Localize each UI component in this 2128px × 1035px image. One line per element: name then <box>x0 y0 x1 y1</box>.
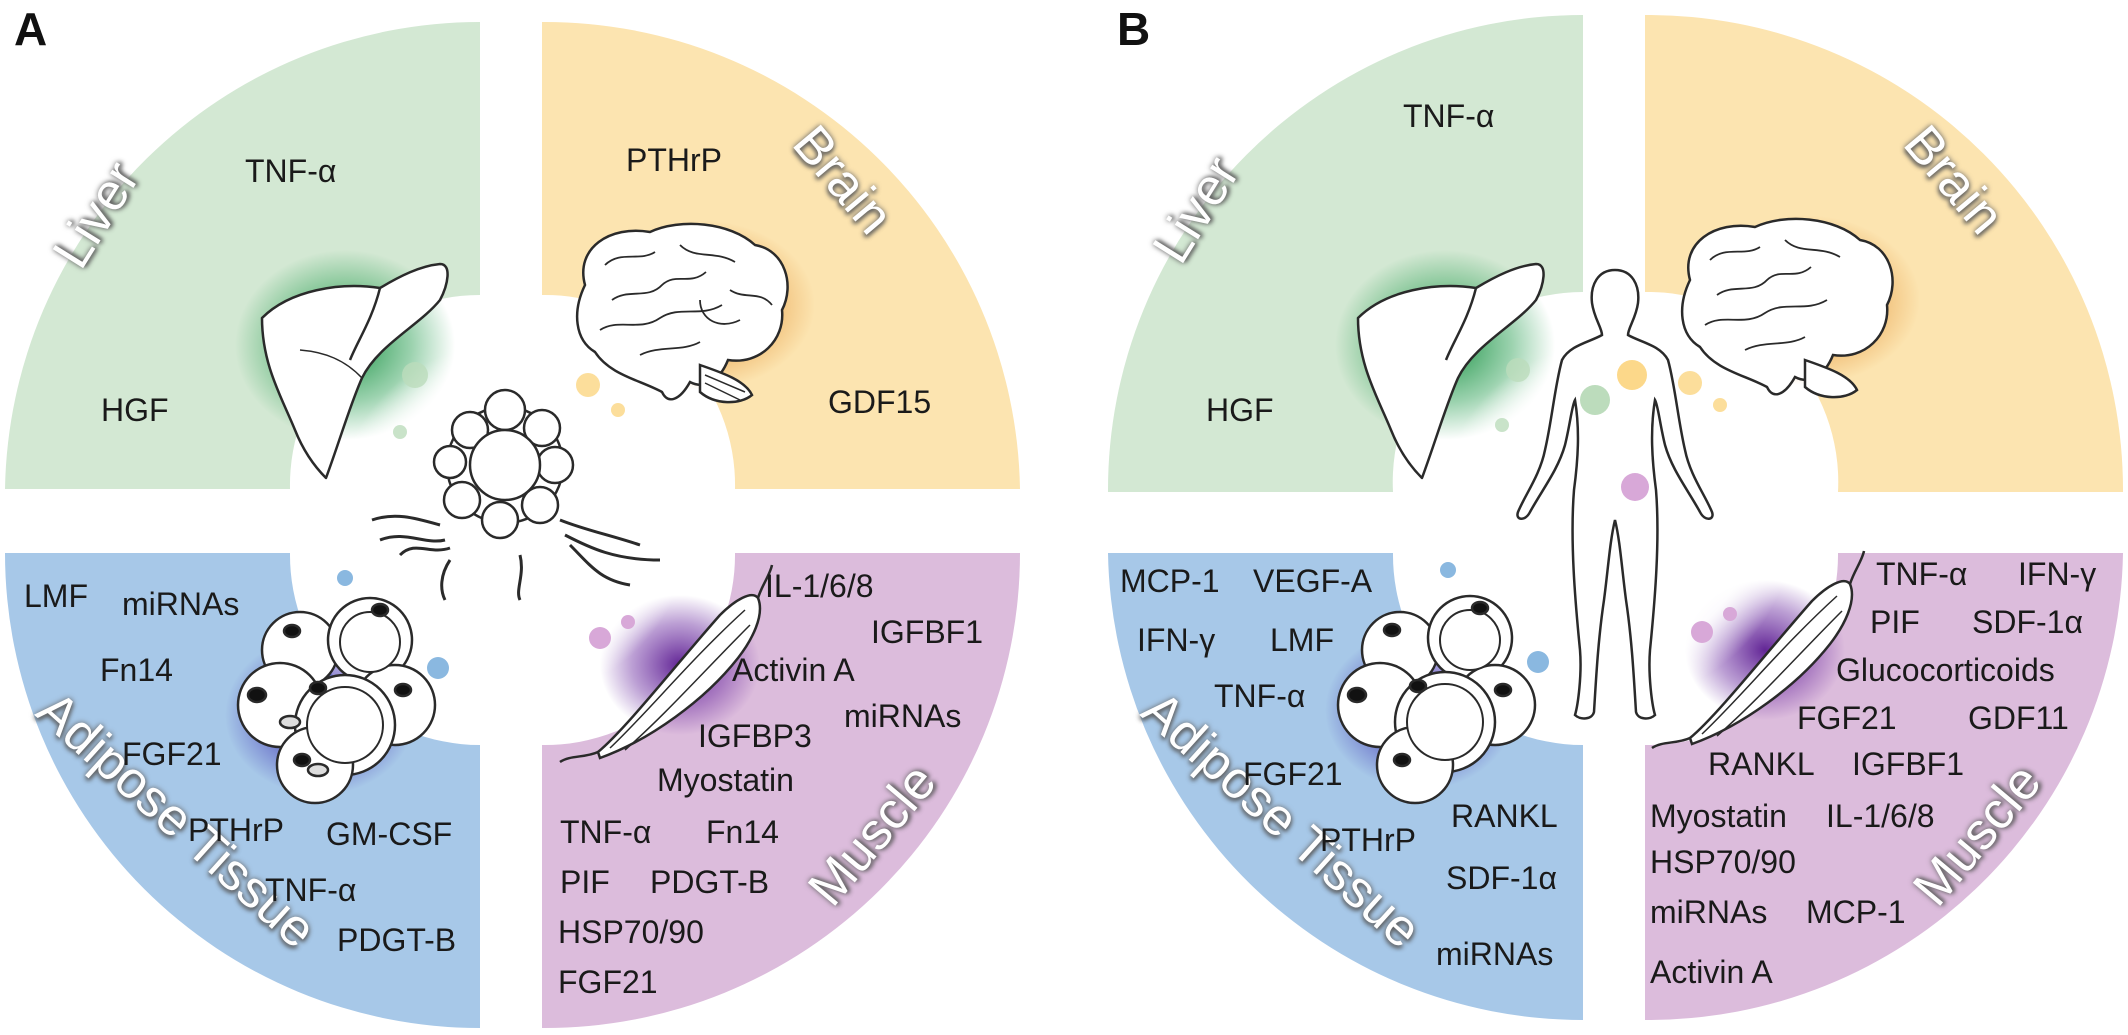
muscle-factor-b: GDF11 <box>1968 700 2069 736</box>
muscle-factor: TNF-α <box>560 814 652 850</box>
adipose-factor: LMF <box>24 578 88 614</box>
adipocyte-icon-b <box>1336 594 1537 805</box>
adipose-quadrant <box>5 553 480 1028</box>
adipose-factor: PDGT-B <box>337 922 457 958</box>
muscle-factor: IGFBF1 <box>871 614 984 650</box>
adipose-factor-b: MCP-1 <box>1120 563 1220 599</box>
muscle-factor-b: HSP70/90 <box>1650 844 1796 880</box>
liver-icon-b <box>1356 262 1545 480</box>
brain-factor: GDF15 <box>828 384 932 420</box>
muscle-factor: Activin A <box>732 652 855 688</box>
muscle-quadrant-b <box>1645 553 2123 1021</box>
panel-a <box>5 21 1020 1029</box>
adipose-factor: TNF-α <box>265 872 357 908</box>
brain-icon-b <box>1680 217 1894 399</box>
liver-factor-b: HGF <box>1206 392 1274 428</box>
muscle-factor: IL-1/6/8 <box>765 568 874 604</box>
muscle-factor-b: RANKL <box>1708 746 1815 782</box>
brain-icon <box>575 222 789 404</box>
adipose-factor: Fn14 <box>100 652 173 688</box>
muscle-factor: FGF21 <box>558 964 658 1000</box>
adipose-factor-b: miRNAs <box>1436 936 1554 972</box>
muscle-factor-b: SDF-1α <box>1972 604 2083 640</box>
muscle-factor-b: Myostatin <box>1650 798 1787 834</box>
adipose-factor: miRNAs <box>122 586 240 622</box>
adipose-factor: FGF21 <box>122 736 222 772</box>
panel-b <box>1107 14 2124 1021</box>
adipose-factor-b: TNF-α <box>1214 678 1306 714</box>
adipose-factor-b: VEGF-A <box>1253 563 1373 599</box>
panel-label-a: A <box>14 3 48 55</box>
muscle-quadrant <box>542 553 1020 1029</box>
liver-icon <box>260 262 449 480</box>
adipose-factor-b: PTHrP <box>1320 822 1416 858</box>
liver-factor: TNF-α <box>245 153 337 189</box>
adipose-factor-b: IFN-γ <box>1137 622 1216 658</box>
muscle-factor-b: miRNAs <box>1650 894 1768 930</box>
muscle-factor-b: Glucocorticoids <box>1836 652 2055 688</box>
muscle-factor: PDGT-B <box>650 864 770 900</box>
adipose-factor: GM-CSF <box>326 816 453 852</box>
brain-factor: PTHrP <box>626 142 722 178</box>
tumor-icon <box>371 388 661 601</box>
muscle-factor-b: FGF21 <box>1797 700 1897 736</box>
adipose-factor-b: FGF21 <box>1243 756 1343 792</box>
liver-factor-b: TNF-α <box>1403 98 1495 134</box>
liver-factor: HGF <box>101 392 169 428</box>
liver-quadrant <box>5 21 480 489</box>
muscle-factor: IGFBP3 <box>698 718 812 754</box>
adipose-factor-b: RANKL <box>1451 798 1558 834</box>
muscle-icon <box>559 564 774 764</box>
panel-label-b: B <box>1117 3 1151 55</box>
muscle-factor-b: IL-1/6/8 <box>1826 798 1935 834</box>
human-body-icon <box>1516 268 1714 720</box>
adipose-factor-b: LMF <box>1270 622 1334 658</box>
muscle-factor: miRNAs <box>844 698 962 734</box>
muscle-factor-b: IFN-γ <box>2018 556 2097 592</box>
muscle-factor-b: MCP-1 <box>1806 894 1906 930</box>
muscle-factor-b: PIF <box>1870 604 1920 640</box>
muscle-factor-b: IGFBF1 <box>1852 746 1965 782</box>
muscle-factor-b: TNF-α <box>1876 556 1968 592</box>
muscle-factor: Myostatin <box>657 762 794 798</box>
liver-quadrant-b <box>1107 15 1583 492</box>
muscle-factor: HSP70/90 <box>558 914 704 950</box>
adipose-factor: PTHrP <box>188 812 284 848</box>
adipocyte-icon <box>236 596 437 805</box>
adipose-factor-b: SDF-1α <box>1446 860 1557 896</box>
muscle-factor-b: Activin A <box>1650 954 1773 990</box>
muscle-factor: Fn14 <box>706 814 779 850</box>
muscle-factor: PIF <box>560 864 610 900</box>
muscle-icon-b <box>1651 550 1866 750</box>
adipose-quadrant-b <box>1108 553 1583 1020</box>
